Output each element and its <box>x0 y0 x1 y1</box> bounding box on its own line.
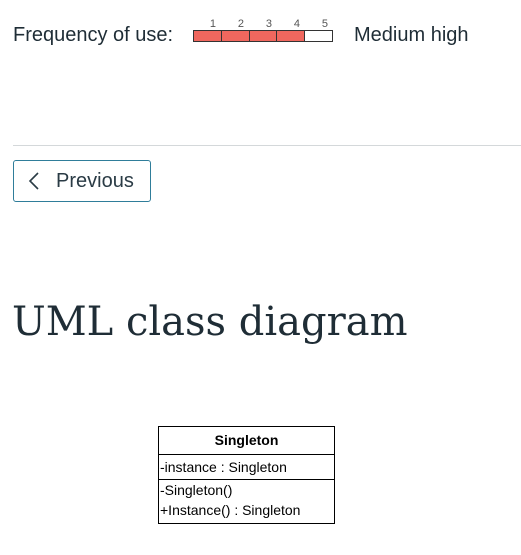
uml-attributes: -instance : Singleton <box>159 455 334 480</box>
frequency-segment <box>305 31 332 41</box>
divider <box>13 145 521 146</box>
frequency-bar <box>193 30 333 42</box>
frequency-meter: 1 2 3 4 5 <box>193 18 333 44</box>
uml-operations: -Singleton() +Instance() : Singleton <box>159 480 334 523</box>
uml-class-name: Singleton <box>159 427 334 455</box>
frequency-scale-number: 4 <box>293 18 300 30</box>
frequency-segment <box>194 31 222 41</box>
uml-attribute: -instance : Singleton <box>160 459 287 475</box>
frequency-scale: 1 2 3 4 5 <box>193 18 333 30</box>
uml-class-box: Singleton -instance : Singleton -Singlet… <box>158 426 335 524</box>
page-title: UML class diagram <box>12 299 408 345</box>
frequency-scale-number: 5 <box>321 18 328 30</box>
frequency-of-use: Frequency of use: 1 2 3 4 5 Medium high <box>13 18 513 52</box>
frequency-scale-number: 3 <box>265 18 272 30</box>
previous-button-label: Previous <box>56 169 134 192</box>
uml-operation: -Singleton() <box>160 482 233 498</box>
frequency-segment <box>249 31 278 41</box>
frequency-segment <box>277 31 306 41</box>
previous-button[interactable]: Previous <box>13 160 151 202</box>
frequency-value: Medium high <box>354 24 469 46</box>
uml-operation: +Instance() : Singleton <box>160 502 301 518</box>
frequency-scale-number: 2 <box>237 18 244 30</box>
chevron-left-icon <box>28 171 56 191</box>
frequency-segment <box>221 31 250 41</box>
frequency-scale-number: 1 <box>209 18 216 30</box>
frequency-label: Frequency of use: <box>13 24 174 46</box>
